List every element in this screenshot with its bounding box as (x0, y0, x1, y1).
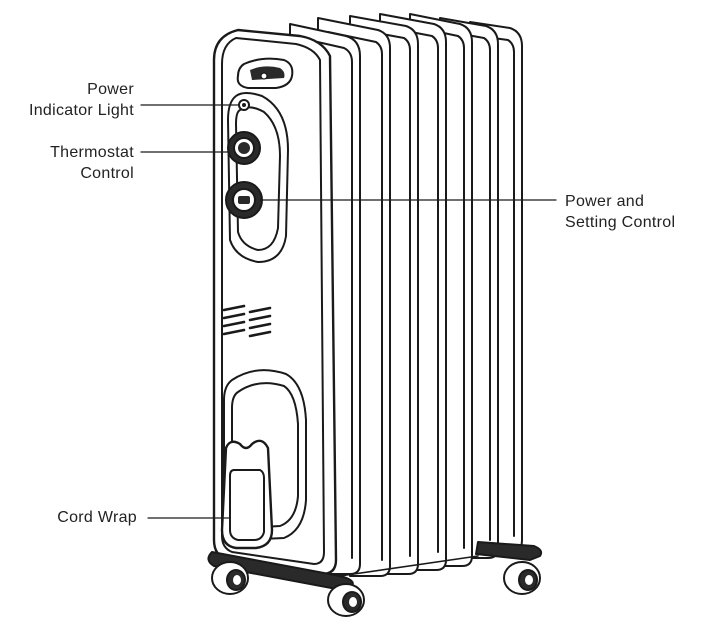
rear-foot (475, 541, 543, 561)
label-cord-wrap-line1: Cord Wrap (57, 509, 137, 526)
thermostat-knob (227, 131, 261, 165)
wheel-front-left (211, 561, 249, 595)
leader-lines (140, 104, 557, 519)
label-power-indicator-light: Power Indicator Light (29, 79, 134, 121)
cord-wrap (220, 439, 274, 550)
radiator-fins (289, 13, 523, 577)
label-power-setting-line2: Setting Control (565, 214, 676, 231)
power-setting-knob (225, 181, 263, 219)
wheels (211, 561, 541, 617)
label-power-and-setting-control: Power and Setting Control (565, 191, 675, 233)
label-power-indicator-line2: Indicator Light (28, 102, 134, 119)
label-cord-wrap: Cord Wrap (57, 507, 137, 528)
label-power-setting-line1: Power and (565, 193, 645, 210)
wheel-front-right (327, 583, 365, 617)
label-thermostat-line1: Thermostat (50, 144, 134, 161)
label-thermostat-line2: Control (80, 165, 134, 182)
label-power-indicator-line1: Power (87, 81, 134, 98)
power-indicator-light (238, 99, 250, 111)
wheel-rear-right (503, 561, 541, 595)
base-feet (207, 541, 543, 591)
front-vents (222, 304, 272, 338)
label-thermostat-control: Thermostat Control (50, 142, 134, 184)
